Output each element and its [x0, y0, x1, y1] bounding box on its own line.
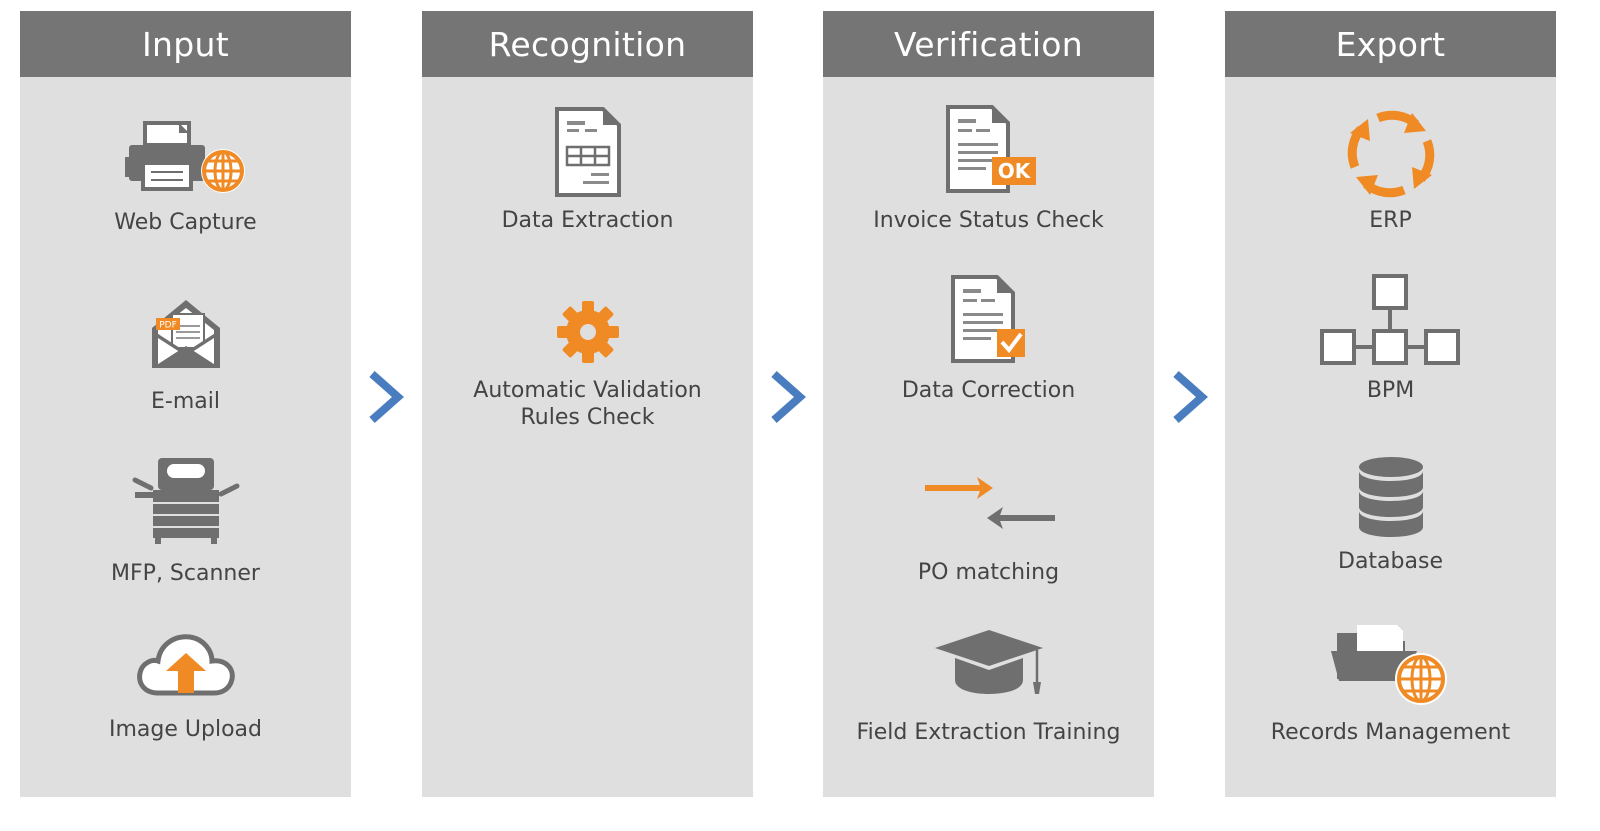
- item-email: PDF E-mail: [20, 296, 351, 414]
- column-title: Verification: [823, 11, 1154, 77]
- column-export: Export ERP B: [1225, 11, 1556, 797]
- folder-globe-icon: [1330, 625, 1447, 705]
- column-title: Recognition: [422, 11, 753, 77]
- ok-badge: OK: [997, 159, 1031, 183]
- column-title: Export: [1225, 11, 1556, 77]
- graduation-cap-icon: [934, 630, 1043, 694]
- opposing-arrows-icon: [924, 477, 1055, 529]
- item-label: E-mail: [151, 389, 220, 414]
- chevron-right-icon: [771, 371, 806, 423]
- column-recognition: Recognition Data Extraction: [422, 11, 753, 797]
- item-records-management: Records Management: [1225, 623, 1556, 745]
- item-data-correction: Data Correction: [823, 275, 1154, 403]
- item-label: Records Management: [1270, 720, 1511, 745]
- item-label: PO matching: [917, 560, 1060, 585]
- chevron-right-icon: [369, 371, 404, 423]
- chevron-right-icon: [1173, 371, 1208, 423]
- gear-icon: [556, 301, 619, 363]
- item-image-upload: Image Upload: [20, 631, 351, 742]
- item-label: Image Upload: [109, 717, 262, 742]
- item-invoice-status-check: OK Invoice Status Check: [823, 105, 1154, 233]
- item-label: Data Extraction: [501, 208, 674, 233]
- item-label: ERP: [1369, 208, 1412, 233]
- column-input: Input Web Capture: [20, 11, 351, 797]
- item-label: Invoice Status Check: [873, 208, 1104, 233]
- item-label: Field Extraction Training: [856, 720, 1121, 745]
- item-database: Database: [1225, 455, 1556, 574]
- item-label: Data Correction: [901, 378, 1076, 403]
- printer-globe-icon: [124, 121, 245, 193]
- item-bpm: BPM: [1225, 273, 1556, 403]
- database-icon: [1358, 457, 1423, 537]
- item-web-capture: Web Capture: [20, 119, 351, 235]
- column-verification: Verification OK Invoice Status Check: [823, 11, 1154, 797]
- item-label: Automatic Validation Rules Check: [473, 378, 702, 430]
- network-nodes-icon: [1319, 274, 1460, 365]
- document-check-icon: [950, 275, 1025, 363]
- item-label: MFP, Scanner: [111, 561, 260, 586]
- item-po-matching: PO matching: [823, 477, 1154, 585]
- cycle-arrows-icon: [1347, 110, 1434, 198]
- envelope-pdf-icon: PDF: [151, 300, 220, 368]
- item-data-extraction: Data Extraction: [422, 107, 753, 233]
- pdf-badge: PDF: [159, 321, 177, 331]
- item-field-extraction-training: Field Extraction Training: [823, 628, 1154, 745]
- document-table-icon: [554, 107, 621, 197]
- item-erp: ERP: [1225, 109, 1556, 233]
- copier-icon: [132, 458, 239, 544]
- item-label: Web Capture: [114, 210, 257, 235]
- document-ok-icon: OK: [945, 105, 1036, 193]
- item-label: Database: [1338, 549, 1443, 574]
- column-title: Input: [20, 11, 351, 77]
- item-mfp-scanner: MFP, Scanner: [20, 456, 351, 586]
- item-validation-rules: Automatic Validation Rules Check: [422, 299, 753, 430]
- cloud-upload-icon: [136, 634, 235, 696]
- item-label: BPM: [1366, 378, 1415, 403]
